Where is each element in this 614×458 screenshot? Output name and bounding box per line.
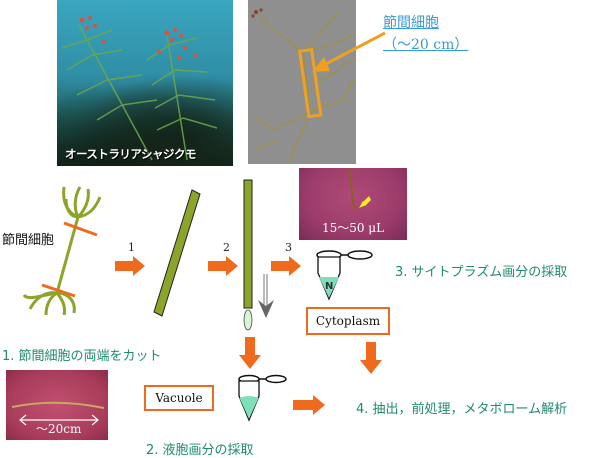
pipette-illustration xyxy=(348,168,371,211)
internode-photo xyxy=(248,0,356,164)
internode-cell-schematic xyxy=(22,186,102,315)
arrow-label-2: 2 xyxy=(223,241,230,254)
callout-arrow-icon xyxy=(312,31,386,72)
cytoplasm-photo: 15～50 μL xyxy=(299,168,407,240)
arrow-right-icon xyxy=(115,256,145,276)
cytoplasm-volume-label: 15～50 μL xyxy=(321,221,385,235)
callout-line1: 節間細胞 xyxy=(383,15,439,31)
cytoplasm-box: Cytoplasm xyxy=(306,307,390,335)
cell-length-label: ～20cm xyxy=(36,422,82,436)
arrow-down-icon xyxy=(239,337,261,369)
step2-label: 2. 液胞画分の採取 xyxy=(146,443,254,458)
svg-text:N: N xyxy=(325,281,333,292)
plant-photo: オーストラリアシャジクモ xyxy=(57,0,233,166)
arrow-down-icon xyxy=(360,342,382,374)
step1-label: 1. 節間細胞の両端をカット xyxy=(2,349,162,364)
step3-label: 3. サイトプラズム画分の採取 xyxy=(395,265,568,280)
cytoplasm-tube-icon: N xyxy=(316,250,373,301)
cell-length-photo: ～20cm xyxy=(6,370,108,440)
callout-label: 節間細胞 （～20 cm） xyxy=(383,12,468,56)
vertical-cell-icon xyxy=(243,179,253,331)
plant-illustration xyxy=(61,16,218,161)
arrow-right-icon xyxy=(293,395,325,415)
callout-line2: （～20 cm） xyxy=(383,37,469,53)
cell-length-illustration xyxy=(11,401,105,426)
vacuole-tube-icon xyxy=(238,374,287,422)
arrow-right-icon xyxy=(208,256,238,276)
internode-plant-illustration xyxy=(251,8,354,164)
plant-photo-caption: オーストラリアシャジクモ xyxy=(65,147,196,161)
step4-label: 4. 抽出，前処理，メタボローム解析 xyxy=(356,402,568,417)
arrow-label-3: 3 xyxy=(285,241,292,254)
cell-label: 節間細胞 xyxy=(2,233,55,248)
vacuole-box: Vacuole xyxy=(144,385,214,411)
cut-cell-icon xyxy=(153,189,201,317)
arrow-right-icon xyxy=(271,256,301,276)
arrow-label-1: 1 xyxy=(128,241,135,254)
down-arrow-gray-icon xyxy=(258,274,274,318)
